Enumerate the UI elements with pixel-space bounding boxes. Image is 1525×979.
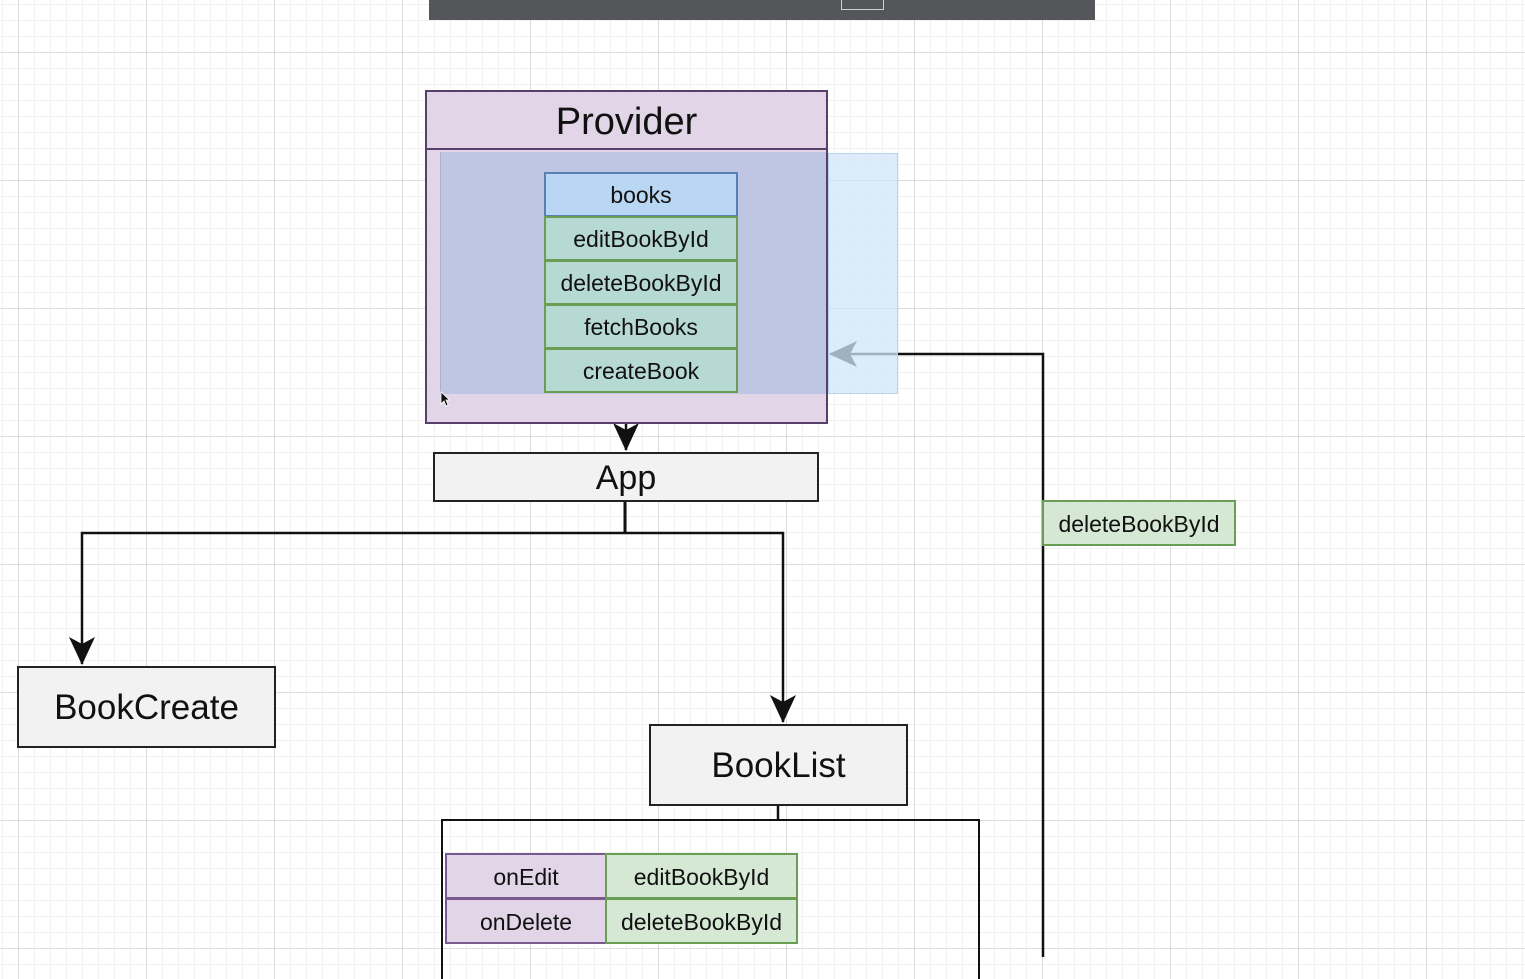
booklist-props-container[interactable]: onEdit editBookById onDelete deleteBookB… <box>441 819 980 979</box>
state-item-edit-book-by-id[interactable]: editBookById <box>544 216 738 261</box>
bookcreate-component[interactable]: BookCreate <box>17 666 276 748</box>
prop-name-ondelete[interactable]: onDelete <box>445 898 607 944</box>
mouse-pointer-icon <box>440 391 451 407</box>
provider-body: books editBookById deleteBookById fetchB… <box>440 152 826 394</box>
toolbar-button[interactable] <box>841 0 884 10</box>
floating-prop-label[interactable]: deleteBookById <box>1042 500 1236 546</box>
provider-box[interactable]: Provider books editBookById deleteBookBy… <box>425 90 828 424</box>
state-item-create-book[interactable]: createBook <box>544 348 738 393</box>
top-toolbar <box>429 0 1095 20</box>
provider-title: Provider <box>427 92 826 150</box>
booklist-component[interactable]: BookList <box>649 724 908 806</box>
state-item-books[interactable]: books <box>544 172 738 217</box>
prop-name-onedit[interactable]: onEdit <box>445 853 607 899</box>
connector-app-to-booklist <box>625 531 796 723</box>
selection-overlay <box>828 153 898 394</box>
state-item-fetch-books[interactable]: fetchBooks <box>544 304 738 349</box>
prop-value-onedit[interactable]: editBookById <box>605 853 798 899</box>
app-component[interactable]: App <box>433 452 819 502</box>
state-item-delete-book-by-id[interactable]: deleteBookById <box>544 260 738 305</box>
provider-state-list: books editBookById deleteBookById fetchB… <box>544 172 738 393</box>
prop-value-ondelete[interactable]: deleteBookById <box>605 898 798 944</box>
connector-app-to-bookcreate <box>69 531 625 665</box>
